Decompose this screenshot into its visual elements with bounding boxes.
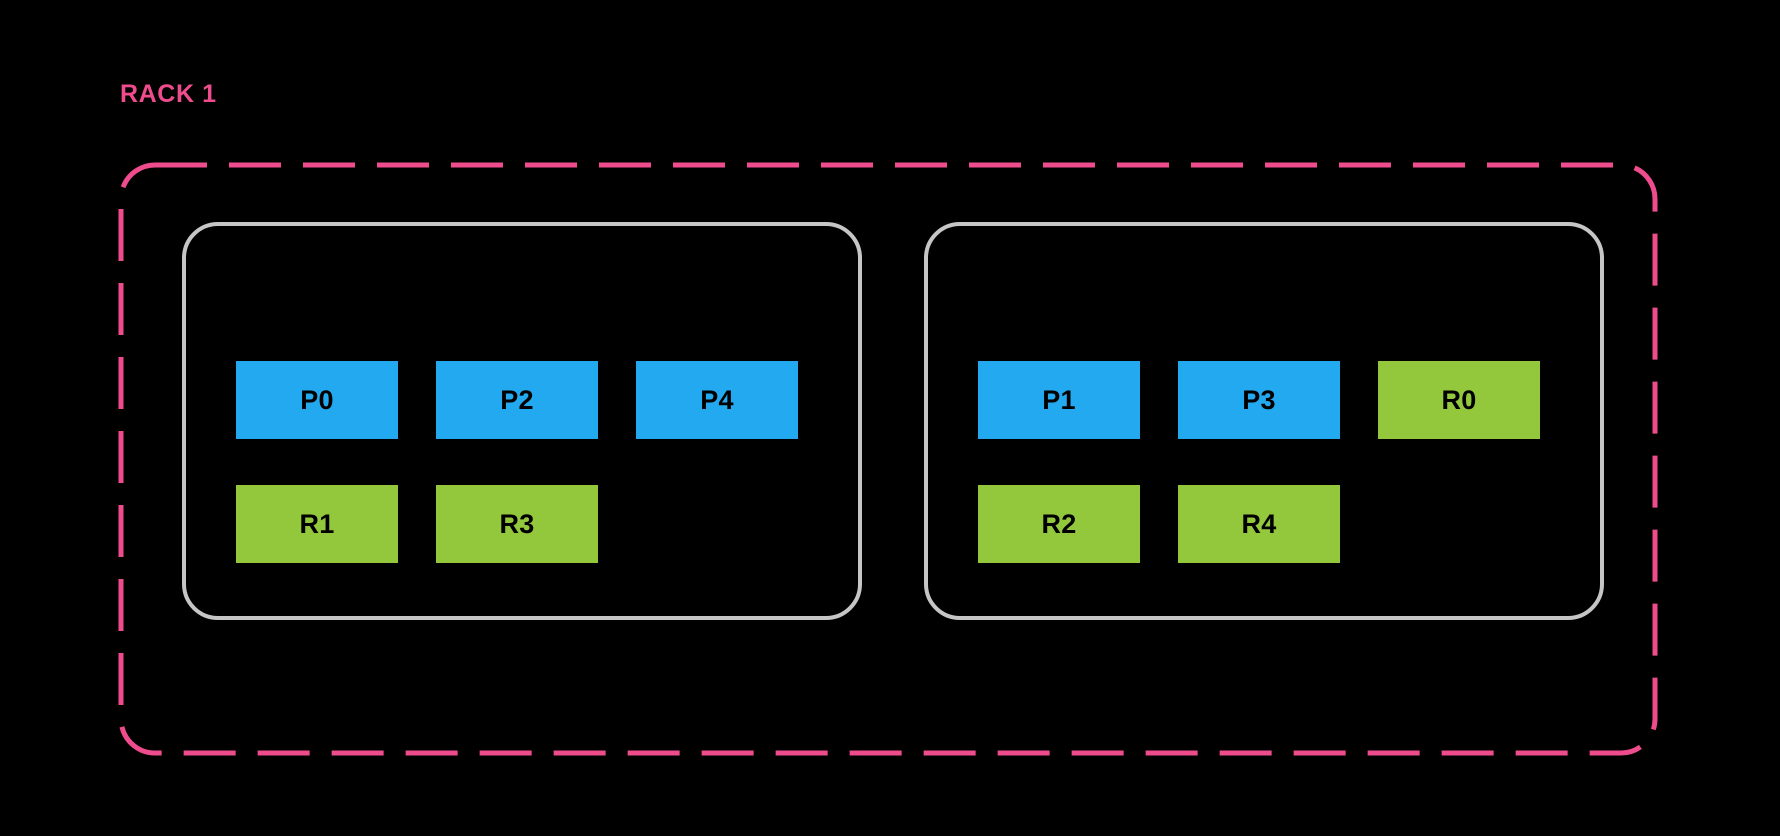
node-left-primary-row: P0 P2 P4 [236,361,798,439]
rack-boundary [118,162,1658,756]
shard-unit-r3[interactable]: R3 [436,485,598,563]
node-left-content: P0 P2 P4 R1 R3 [186,226,858,616]
shard-unit-r2[interactable]: R2 [978,485,1140,563]
rack-boundary-outline [118,162,1658,756]
node-left[interactable]: P0 P2 P4 R1 R3 [182,222,862,620]
shard-unit-r0[interactable]: R0 [1378,361,1540,439]
shard-unit-r1[interactable]: R1 [236,485,398,563]
node-right-content: P1 P3 R0 R2 R4 [928,226,1600,616]
shard-unit-p1[interactable]: P1 [978,361,1140,439]
node-right[interactable]: P1 P3 R0 R2 R4 [924,222,1604,620]
shard-unit-p3[interactable]: P3 [1178,361,1340,439]
shard-unit-p0[interactable]: P0 [236,361,398,439]
node-right-primary-row: P1 P3 R0 [978,361,1540,439]
rack-title: RACK 1 [120,80,217,108]
shard-unit-r4[interactable]: R4 [1178,485,1340,563]
rack-boundary-dashed-rect [118,162,1658,756]
node-right-replica-row: R2 R4 [978,485,1340,563]
node-left-replica-row: R1 R3 [236,485,598,563]
shard-unit-p2[interactable]: P2 [436,361,598,439]
shard-unit-p4[interactable]: P4 [636,361,798,439]
